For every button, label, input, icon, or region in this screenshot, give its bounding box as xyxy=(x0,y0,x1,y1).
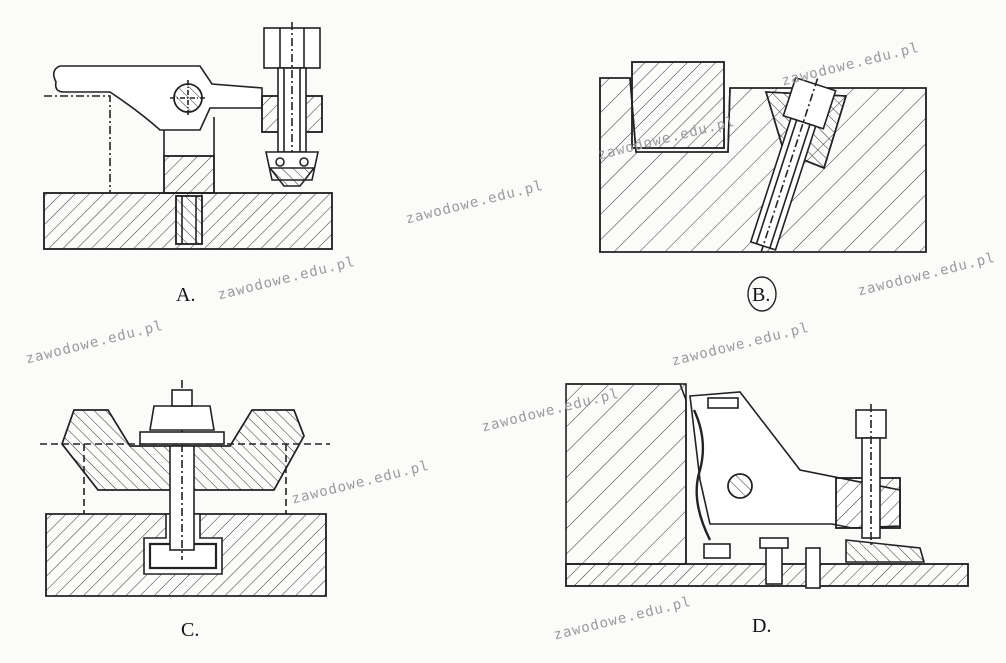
label-c: C. xyxy=(181,619,200,641)
support-block-a xyxy=(163,155,215,194)
nut-c xyxy=(149,405,215,431)
label-b: B. xyxy=(752,284,771,306)
clamp-lever-a xyxy=(52,65,263,131)
clamp-d-drawing xyxy=(565,383,969,589)
label-a: A. xyxy=(176,284,196,306)
clamp-b-drawing xyxy=(599,61,927,253)
clamp-c-drawing xyxy=(40,380,330,597)
clamp-a-drawing xyxy=(43,22,333,250)
label-d: D. xyxy=(752,615,772,637)
workpiece-b xyxy=(631,61,725,149)
workpiece-d xyxy=(565,383,687,565)
label-b-circle xyxy=(747,276,777,312)
